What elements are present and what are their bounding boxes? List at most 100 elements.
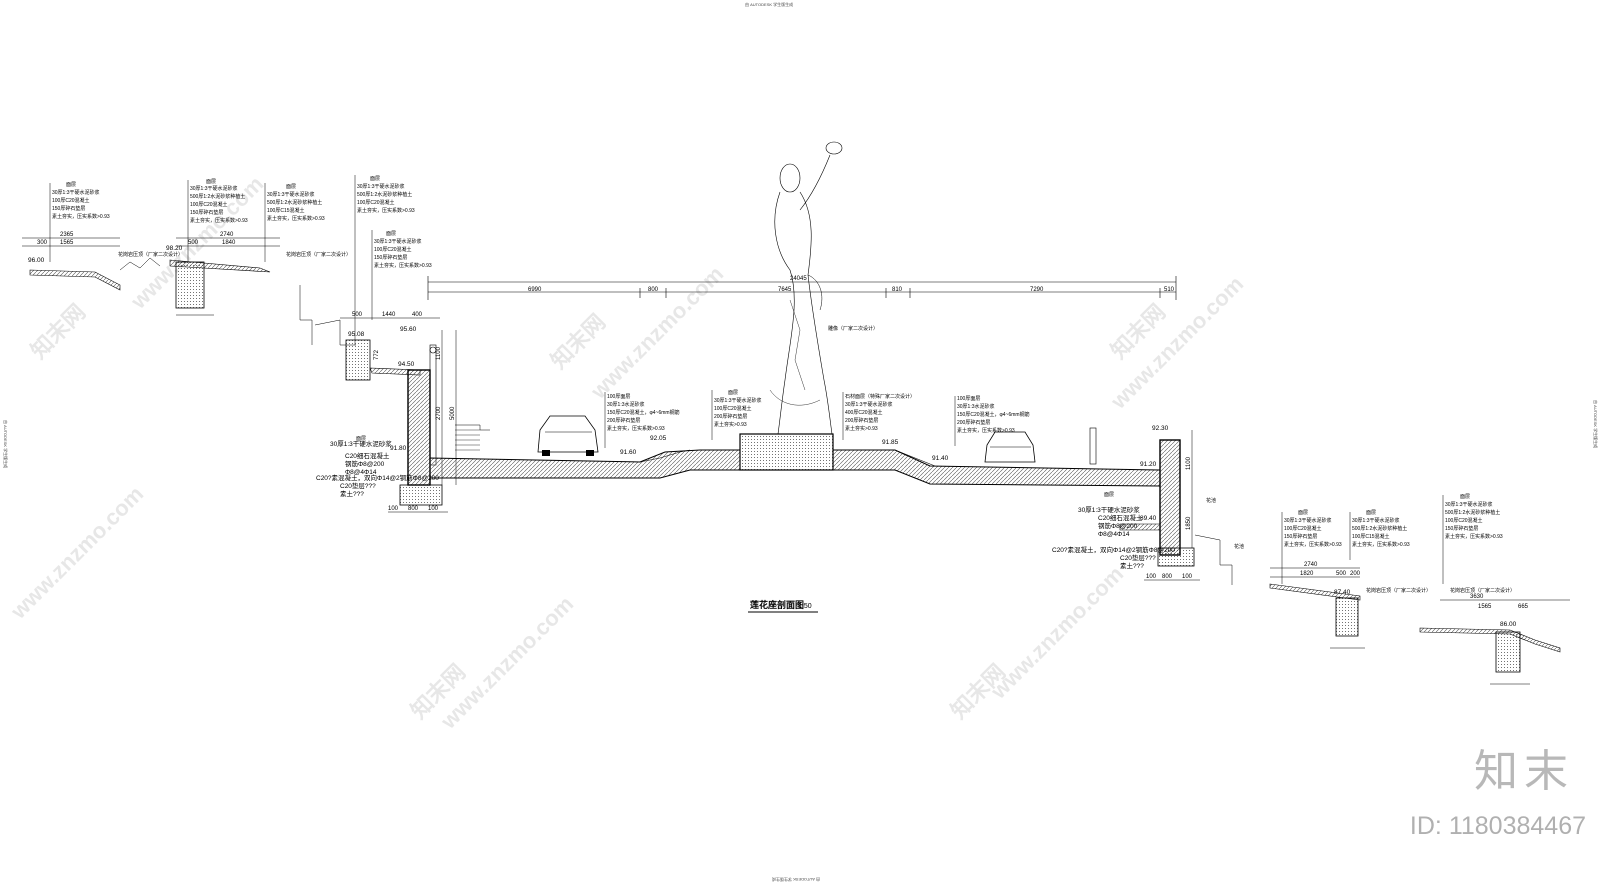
- note-line: 100厚C15混凝土: [267, 207, 305, 214]
- watermark-text: www.znzmo.com: [5, 481, 148, 624]
- level-label: 89.40: [1140, 515, 1157, 522]
- note-line: C20?素混凝土，双向Φ14@2钢筋Φ8@200: [1052, 545, 1175, 554]
- note-line: 150厚碎石垫层: [1445, 525, 1478, 532]
- watermark-text: www.znzmo.com: [985, 561, 1128, 704]
- dim-label: 1440: [382, 312, 396, 318]
- dim-label: 300: [37, 240, 48, 246]
- dim-label: 100: [1146, 574, 1157, 580]
- top-dimension-chain: 24045 6990 800 7645 810 7290 510: [427, 276, 1177, 300]
- note-line: Φ8@4Φ14: [1098, 531, 1130, 538]
- note-line: 100厚C20混凝土: [190, 201, 228, 208]
- note-line: 100厚C20混凝土: [374, 246, 412, 253]
- dim-label: 1840: [222, 240, 236, 246]
- watermark-text: www.znzmo.com: [435, 591, 578, 734]
- note-line: 200厚碎石垫层: [957, 419, 990, 426]
- note-line: 花岗岩压顶（厂家二次设计）: [1366, 587, 1431, 594]
- note-line: 30厚1:3干硬水泥砂浆: [1078, 505, 1140, 514]
- right-retaining-wall: 92.30 91.20 1100 1850 89.40 面层 30厚1:3干硬水…: [1052, 425, 1244, 585]
- note-line: 500厚1:2水泥砂浆种植土: [1445, 509, 1500, 516]
- watermark-text: www.znzmo.com: [585, 261, 728, 404]
- dim-label: 1565: [1478, 604, 1492, 610]
- dim-label: 1565: [60, 240, 74, 246]
- note-line: 150厚碎石垫层: [190, 209, 223, 216]
- statue-figure: [769, 141, 843, 435]
- note-line: 30厚1:3干硬水泥砂浆: [267, 191, 315, 198]
- note-stack-8: 石材面层（特殊厂家二次设计） 30厚1:3干硬水泥砂浆 400厚C20混凝土 2…: [845, 393, 915, 432]
- note-line: 素土夯实，压实系数>0.93: [1352, 541, 1410, 548]
- note-line: 花岗岩压顶（厂家二次设计）: [286, 251, 351, 258]
- note-line: 花池: [1234, 543, 1244, 550]
- note-line: 100厚C20混凝土: [714, 405, 752, 412]
- dim-segment: 6990: [528, 287, 542, 293]
- note-line: 素土夯实>0.93: [714, 421, 747, 428]
- note-line: 面层: [1104, 492, 1114, 498]
- note-line: C20细石混凝土: [1098, 513, 1143, 522]
- note-line: 面层: [386, 231, 396, 237]
- resource-id: ID: 1180384467: [1409, 812, 1586, 840]
- note-line: 500厚1:2水泥砂浆种植土: [267, 199, 322, 206]
- note-line: 30厚1:3水泥砂浆: [957, 403, 995, 410]
- note-line: 150厚碎石垫层: [374, 254, 407, 261]
- dim-label: 400: [412, 312, 423, 318]
- dim-segment: 810: [892, 287, 903, 293]
- note-line: 200厚碎石垫层: [607, 417, 640, 424]
- dim-label: 100: [388, 506, 399, 512]
- note-line: 100厚面层: [957, 396, 980, 402]
- dim-label: 500: [188, 240, 199, 246]
- note-line: 100厚C20混凝土: [357, 199, 395, 206]
- note-line: 素土夯实>0.93: [845, 425, 878, 432]
- note-stack-2: 面层 30厚1:3干硬水泥砂浆 500厚1:2水泥砂浆种植土 100厚C20混凝…: [190, 179, 248, 224]
- note-stack-11: 面层 30厚1:3干硬水泥砂浆 500厚1:2水泥砂浆种植土 100厚C15混凝…: [1352, 510, 1410, 548]
- note-line: C20?素混凝土，双向Φ14@2钢筋Φ8@200: [316, 473, 439, 482]
- note-line: 面层: [66, 182, 76, 188]
- left-upper-section: 2365 2740 1565 1840 300 500 面层 30厚1:3干硬水…: [22, 179, 351, 316]
- note-line: 素土夯实，压实系数>0.93: [374, 262, 432, 269]
- note-line: Φ8@4Φ14: [345, 469, 377, 476]
- level-label: 86.00: [1500, 621, 1517, 628]
- level-label: 96.00: [28, 257, 45, 264]
- dim-label: 100: [428, 506, 439, 512]
- level-label: 91.80: [390, 445, 407, 452]
- left-retaining-wall: 面层 30厚1:3干硬水泥砂浆 500厚1:2水泥砂浆种植土 100厚C20混凝…: [299, 175, 490, 513]
- note-line: 100厚C15混凝土: [1352, 533, 1390, 540]
- note-line: 面层: [1298, 510, 1308, 516]
- note-line: 30厚1:3干硬水泥砂浆: [1284, 517, 1332, 524]
- note-line: 500厚1:2水泥砂浆种植土: [357, 191, 412, 198]
- level-label: 87.40: [1334, 589, 1351, 596]
- note-stack-3: 面层 30厚1:3干硬水泥砂浆 500厚1:2水泥砂浆种植土 100厚C15混凝…: [267, 184, 325, 222]
- dim-label: 1100: [436, 346, 442, 360]
- note-line: 素土夯实，压实系数>0.93: [1445, 533, 1503, 540]
- note-line: 150厚C20混凝土，φ4~6mm钢筋: [607, 409, 680, 416]
- dim-label: 200: [1350, 571, 1361, 577]
- level-label: 91.20: [1140, 461, 1157, 468]
- note-line: 面层: [206, 179, 216, 185]
- dim-segment: 7645: [778, 287, 792, 293]
- note-line: 30厚1:3干硬水泥砂浆: [52, 189, 100, 196]
- right-lower-section: 面层 30厚1:3干硬水泥砂浆 100厚C20混凝土 150厚碎石垫层 素土夯实…: [1269, 494, 1570, 685]
- watermark-cn-text: 知末网: [546, 309, 610, 373]
- note-line: 素土夯实，压实系数>0.93: [1284, 541, 1342, 548]
- watermark-cn-text: 知末网: [26, 299, 90, 363]
- note-stack-5: 面层 30厚1:3干硬水泥砂浆 100厚C20混凝土 150厚碎石垫层 素土夯实…: [374, 231, 432, 269]
- note-line: 素土夯实，压实系数>0.93: [607, 425, 665, 432]
- note-stack-9: 100厚面层 30厚1:3水泥砂浆 150厚C20混凝土，φ4~6mm钢筋 20…: [957, 396, 1030, 434]
- dim-label: 2365: [60, 232, 74, 238]
- autodesk-stamp-left: 由 AUTODESK 学生版生成: [3, 420, 9, 468]
- dim-label: 772: [374, 349, 380, 360]
- note-line: 30厚1:3干硬水泥砂浆: [330, 439, 392, 448]
- note-line: 400厚C20混凝土: [845, 409, 883, 416]
- note-stack-7: 面层 30厚1:3干硬水泥砂浆 100厚C20混凝土 200厚碎石垫层 素土夯实…: [714, 390, 762, 428]
- statue-label: 雕像（厂家二次设计）: [828, 325, 878, 332]
- brand-logo-text: 知末: [1474, 746, 1574, 797]
- note-line: 素土夯实，压实系数>0.93: [357, 207, 415, 214]
- dim-label: 1850: [1186, 516, 1192, 530]
- note-stack-6: 100厚面层 30厚1:3水泥砂浆 150厚C20混凝土，φ4~6mm钢筋 20…: [607, 394, 680, 432]
- dim-total: 24045: [790, 276, 807, 282]
- note-line: 石材面层（特殊厂家二次设计）: [845, 393, 915, 400]
- dim-label: 1100: [1186, 456, 1192, 470]
- note-line: 30厚1:3干硬水泥砂浆: [1352, 517, 1400, 524]
- dim-segment: 7290: [1030, 287, 1044, 293]
- dim-label: 3630: [1470, 594, 1484, 600]
- level-label: 91.40: [932, 455, 949, 462]
- note-stack-1: 面层 30厚1:3干硬水泥砂浆 100厚C20混凝土 150厚碎石垫层 素土夯实…: [52, 182, 110, 220]
